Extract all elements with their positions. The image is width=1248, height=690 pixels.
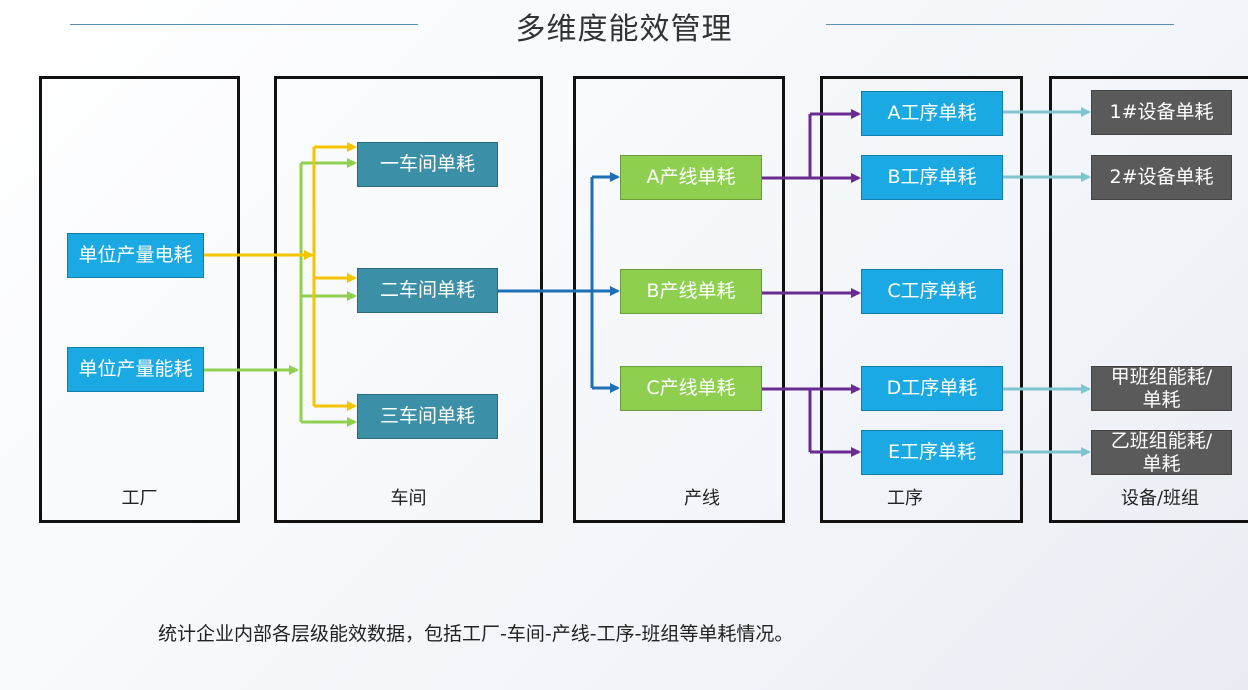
- column-label-line: 产线: [684, 488, 720, 509]
- node-energy-per-unit: 单位产量能耗: [67, 347, 204, 392]
- column-factory: [39, 76, 240, 523]
- column-process: [820, 76, 1023, 523]
- process-flow-wires: [762, 109, 861, 457]
- node-workshop-2: 二车间单耗: [357, 268, 498, 313]
- title-right-rule: [826, 24, 1174, 25]
- column-line: [573, 76, 785, 523]
- column-equipment: [1049, 76, 1248, 523]
- electric-flow-wires: [203, 142, 357, 411]
- energy-flow-wires: [203, 158, 357, 427]
- node-workshop-3: 三车间单耗: [357, 394, 498, 439]
- page-title: 多维度能效管理: [515, 12, 733, 47]
- node-electric-per-unit: 单位产量电耗: [67, 233, 204, 278]
- column-label-workshop: 车间: [390, 488, 427, 509]
- node-team-yi: 乙班组能耗/单耗: [1091, 430, 1232, 475]
- title-left-rule: [70, 24, 418, 25]
- equipment-flow-wires: [1003, 107, 1091, 457]
- line-flow-wires: [498, 172, 620, 393]
- node-process-c: C工序单耗: [861, 269, 1003, 314]
- node-line-b: B产线单耗: [620, 269, 762, 314]
- node-process-b: B工序单耗: [861, 155, 1003, 200]
- node-line-c: C产线单耗: [620, 366, 762, 411]
- node-process-d: D工序单耗: [861, 366, 1003, 411]
- column-label-equipment: 设备/班组: [1120, 488, 1200, 509]
- node-process-a: A工序单耗: [861, 91, 1003, 136]
- column-label-factory: 工厂: [121, 488, 158, 509]
- column-workshop: [274, 76, 543, 523]
- column-label-process: 工序: [887, 488, 923, 509]
- node-process-e: E工序单耗: [861, 430, 1003, 475]
- node-team-jia: 甲班组能耗/单耗: [1091, 366, 1232, 411]
- node-line-a: A产线单耗: [620, 155, 762, 200]
- node-equipment-2: 2#设备单耗: [1091, 155, 1232, 200]
- node-equipment-1: 1#设备单耗: [1091, 90, 1232, 135]
- footer-description: 统计企业内部各层级能效数据，包括工厂-车间-产线-工序-班组等单耗情况。: [158, 623, 794, 645]
- node-workshop-1: 一车间单耗: [357, 142, 498, 187]
